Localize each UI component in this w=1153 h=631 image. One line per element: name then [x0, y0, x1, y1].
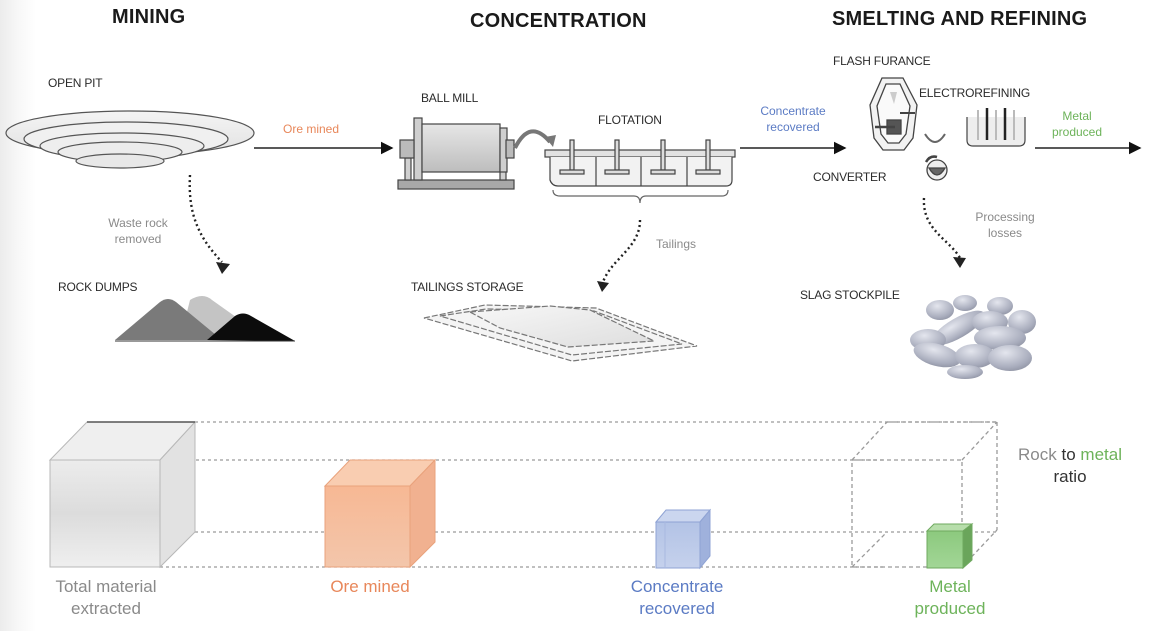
cube-label-total-material: Total material extracted	[36, 576, 176, 620]
cube-label-metal-line2: produced	[914, 599, 986, 618]
label-ball-mill: BALL MILL	[421, 91, 479, 105]
ratio-caption-line1: Rock to metal	[1010, 444, 1130, 466]
converter-icon	[924, 155, 948, 181]
stage-title-concentration: CONCENTRATION	[470, 10, 647, 32]
ratio-word-to: to	[1061, 445, 1076, 464]
tailings-storage-icon	[423, 304, 698, 362]
metal-produced-cube	[925, 522, 974, 570]
flow-label-processing-losses: Processing losses	[965, 209, 1045, 241]
flow-label-losses-line1: Processing	[975, 210, 1035, 224]
flow-label-waste-rock: Waste rock removed	[98, 215, 178, 247]
flow-label-waste-line2: removed	[114, 232, 162, 246]
electrorefining-tank-icon	[966, 108, 1026, 147]
flash-furnace-icon	[869, 77, 918, 151]
ratio-caption: Rock to metal ratio	[1010, 444, 1130, 488]
label-slag-stockpile: SLAG STOCKPILE	[800, 288, 900, 302]
cube-label-total-line2: extracted	[71, 599, 141, 618]
cube-label-metal-produced: Metal produced	[900, 576, 1000, 620]
flow-label-concentrate-line2: recovered	[766, 120, 820, 134]
processing-losses-arrow	[922, 197, 962, 259]
label-open-pit: OPEN PIT	[48, 76, 103, 90]
open-pit-icon	[5, 110, 255, 169]
flow-label-tailings: Tailings	[656, 237, 697, 251]
flow-label-metal-line1: Metal	[1062, 109, 1092, 123]
label-tailings-storage: TAILINGS STORAGE	[411, 280, 524, 294]
flow-label-metal-line2: produced	[1051, 125, 1103, 139]
cube-label-concentrate: Concentrate recovered	[612, 576, 742, 620]
flow-label-concentrate-line1: Concentrate	[760, 104, 826, 118]
cube-label-concentrate-line1: Concentrate	[630, 577, 724, 596]
cube-label-ore-mined: Ore mined	[330, 577, 410, 596]
label-converter: CONVERTER	[813, 170, 887, 184]
converter-transfer-icon	[924, 133, 946, 143]
slag-stockpile-icon	[910, 295, 1036, 379]
ratio-word-ratio: ratio	[1053, 467, 1087, 486]
cube-label-metal-line1: Metal	[929, 577, 971, 596]
tailings-arrow	[601, 219, 642, 283]
ore-mined-cube	[323, 458, 437, 569]
flow-label-waste-line1: Waste rock	[108, 216, 168, 230]
total-material-cube	[48, 420, 197, 569]
label-rock-dumps: ROCK DUMPS	[58, 280, 138, 294]
label-flotation: FLOTATION	[598, 113, 662, 127]
flow-label-metal-produced: Metal produced	[1042, 108, 1112, 140]
cube-label-total-line1: Total material	[55, 577, 157, 596]
flow-label-losses-line2: losses	[987, 226, 1022, 240]
metal-reference-box	[851, 421, 998, 568]
ratio-guide-lines	[160, 421, 997, 568]
cube-label-concentrate-line2: recovered	[639, 599, 715, 618]
waste-rock-arrow	[188, 174, 223, 263]
stage-title-smelting-refining: SMELTING AND REFINING	[832, 8, 1088, 30]
flow-label-ore-mined: Ore mined	[283, 122, 340, 136]
label-flash-furnace: FLASH FURANCE	[833, 54, 931, 68]
flotation-cells-icon	[544, 139, 736, 204]
stage-title-mining: MINING	[112, 6, 186, 28]
ball-mill-icon	[397, 117, 515, 190]
transfer-curve-icon	[513, 129, 552, 149]
concentrate-cube	[654, 508, 712, 570]
ratio-word-rock: Rock	[1018, 445, 1057, 464]
ratio-word-metal: metal	[1080, 445, 1122, 464]
flow-label-concentrate-recovered: Concentrate recovered	[748, 103, 838, 135]
label-electrorefining: ELECTROREFINING	[919, 86, 1031, 100]
rock-dumps-icon	[115, 296, 295, 342]
